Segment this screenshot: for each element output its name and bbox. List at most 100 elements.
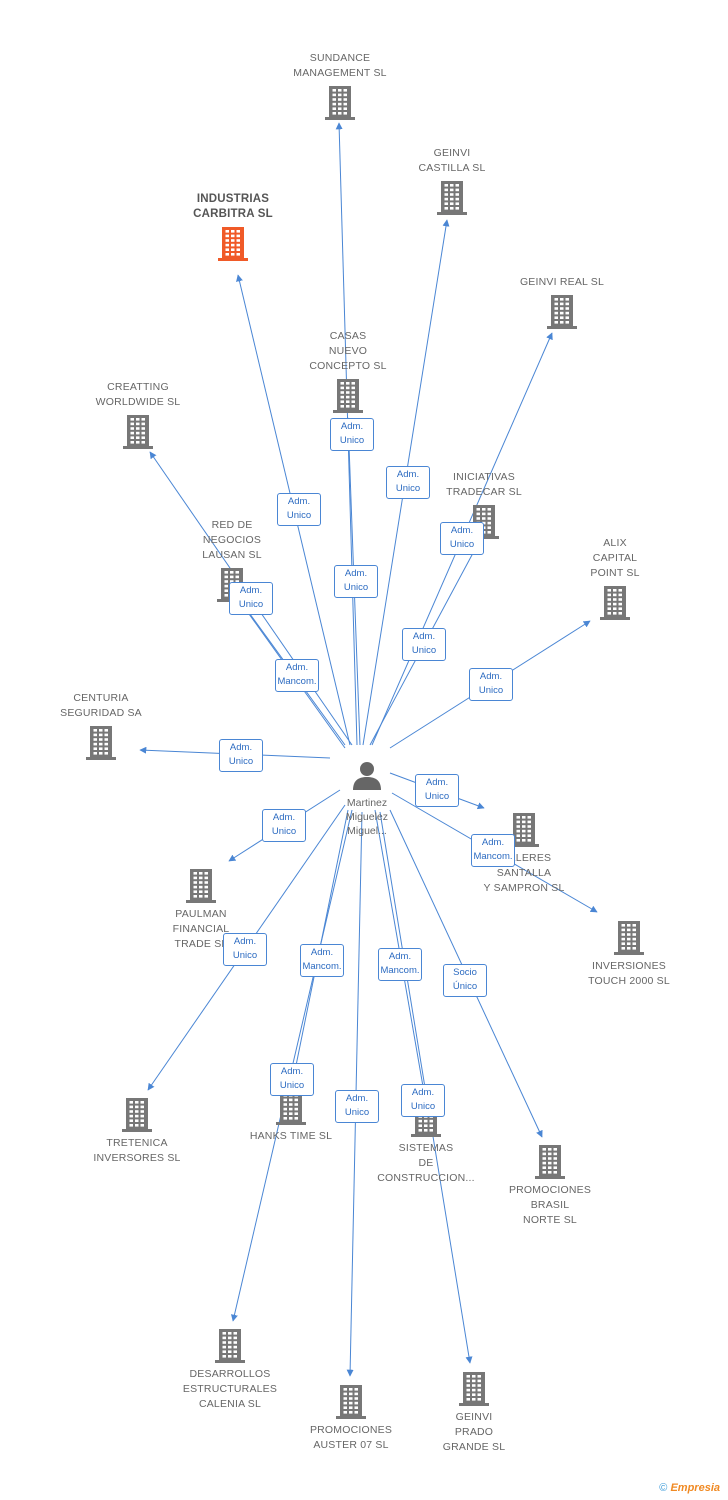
building-icon[interactable] (534, 1145, 566, 1179)
building-icon[interactable] (599, 586, 631, 620)
role-badge: Adm.Unico (270, 1063, 314, 1096)
company-label-line: ALIX (603, 537, 627, 549)
building-icon[interactable] (332, 379, 364, 413)
role-badge-line: Unico (232, 950, 258, 961)
role-badge-line: Adm. (411, 1087, 435, 1098)
company-label-line: TRADECAR SL (446, 486, 522, 498)
role-badge: Adm.Unico (335, 1090, 379, 1123)
building-icon[interactable] (85, 726, 117, 760)
role-badge: Adm.Unico (440, 522, 484, 555)
role-badge-line: Adm. (344, 568, 368, 579)
role-badge: Adm.Unico (469, 668, 513, 701)
role-badge-line: Adm. (229, 742, 253, 753)
company-label-line: GEINVI (455, 1411, 493, 1423)
company-label[interactable]: INVERSIONES TOUCH 2000 SL (559, 959, 699, 989)
building-icon[interactable] (546, 295, 578, 329)
role-badge-line: Adm. (412, 631, 436, 642)
company-label-line: CONSTRUCCION... (377, 1172, 475, 1184)
company-label-line: CARBITRA SL (193, 208, 273, 220)
role-badge: Adm. Mancom. (471, 834, 515, 867)
role-badge: Adm.Mancom. (300, 944, 344, 977)
role-badge: Adm.Unico (401, 1084, 445, 1117)
role-badge: Adm.Unico (262, 809, 306, 842)
role-badge-line: Unico (238, 599, 264, 610)
building-icon[interactable] (122, 415, 154, 449)
company-label-line: ESTRUCTURALES (182, 1383, 278, 1395)
building-icon[interactable] (121, 1098, 153, 1132)
role-badge-line: Adm. (396, 469, 420, 480)
role-badge-line: Adm. (310, 947, 334, 958)
role-badge: Adm.Mancom. (275, 659, 319, 692)
building-icon[interactable] (185, 869, 217, 903)
company-label-line: PRADO (454, 1426, 494, 1438)
role-badge-line: Unico (424, 791, 450, 802)
company-label[interactable]: GEINVI CASTILLA SL (382, 146, 522, 176)
role-badge-line: Unico (228, 756, 254, 767)
copyright: © Empresia (659, 1482, 720, 1494)
role-badge-line: Mancom. (380, 965, 420, 976)
role-badge-line: Mancom. (473, 851, 513, 862)
company-label-line: DESARROLLOS (189, 1368, 271, 1380)
company-label-line: HANKS TIME SL (249, 1130, 333, 1142)
company-label[interactable]: GEINVI REAL SL (492, 275, 632, 290)
building-icon[interactable] (436, 181, 468, 215)
company-label-line: NEGOCIOS (202, 534, 262, 546)
role-badge-line: Adm. (287, 496, 311, 507)
role-badge-line: Único (452, 981, 478, 992)
company-label[interactable]: INICIATIVAS TRADECAR SL (414, 470, 554, 500)
role-badge-line: Adm. (450, 525, 474, 536)
role-badge-line: Unico (279, 1080, 305, 1091)
building-icon[interactable] (275, 1091, 307, 1125)
company-label-line: GEINVI (433, 147, 471, 159)
building-icon[interactable] (335, 1385, 367, 1419)
role-badge-line: Unico (478, 685, 504, 696)
company-label-line: INICIATIVAS (453, 471, 515, 483)
company-label-line: INVERSIONES (592, 960, 666, 972)
company-label-line: AUSTER 07 SL (313, 1439, 389, 1451)
company-label-line: CREATTING (107, 381, 169, 393)
company-label-line: SEGURIDAD SA (60, 707, 142, 719)
company-label-line: CAPITAL (592, 552, 638, 564)
company-label-line: CENTURIA (73, 692, 129, 704)
role-badge-line: Adm. (481, 837, 505, 848)
role-badge: Adm. Unico (386, 466, 430, 499)
company-label[interactable]: GEINVI PRADO GRANDE SL (404, 1410, 544, 1455)
role-badge-line: Unico (395, 483, 421, 494)
person-icon[interactable] (352, 760, 382, 790)
company-label-line: CASTILLA SL (418, 162, 486, 174)
role-badge-line: Unico (343, 582, 369, 593)
company-label-line: GEINVI REAL SL (519, 276, 605, 288)
company-label-line: BRASIL (530, 1199, 570, 1211)
role-badge-line: Unico (344, 1107, 370, 1118)
company-label-line: GRANDE SL (442, 1441, 506, 1453)
building-icon[interactable] (217, 227, 249, 261)
company-label-line: TOUCH 2000 SL (588, 975, 670, 987)
building-icon[interactable] (613, 921, 645, 955)
company-label-line: NUEVO (328, 345, 368, 357)
role-badge-line: Adm. (388, 951, 412, 962)
company-label-line: INVERSORES SL (93, 1152, 181, 1164)
company-label[interactable]: HANKS TIME SL (221, 1129, 361, 1144)
building-icon[interactable] (458, 1372, 490, 1406)
role-badge: Adm.Unico (402, 628, 446, 661)
role-badge-line: Unico (286, 510, 312, 521)
company-label[interactable]: CENTURIA SEGURIDAD SA (31, 691, 171, 721)
building-icon[interactable] (324, 86, 356, 120)
building-icon[interactable] (214, 1329, 246, 1363)
center-person-label[interactable]: Martinez Miguelez Miguel... (297, 796, 437, 838)
company-label-line: PAULMAN (175, 908, 227, 920)
building-icon[interactable] (508, 813, 540, 847)
